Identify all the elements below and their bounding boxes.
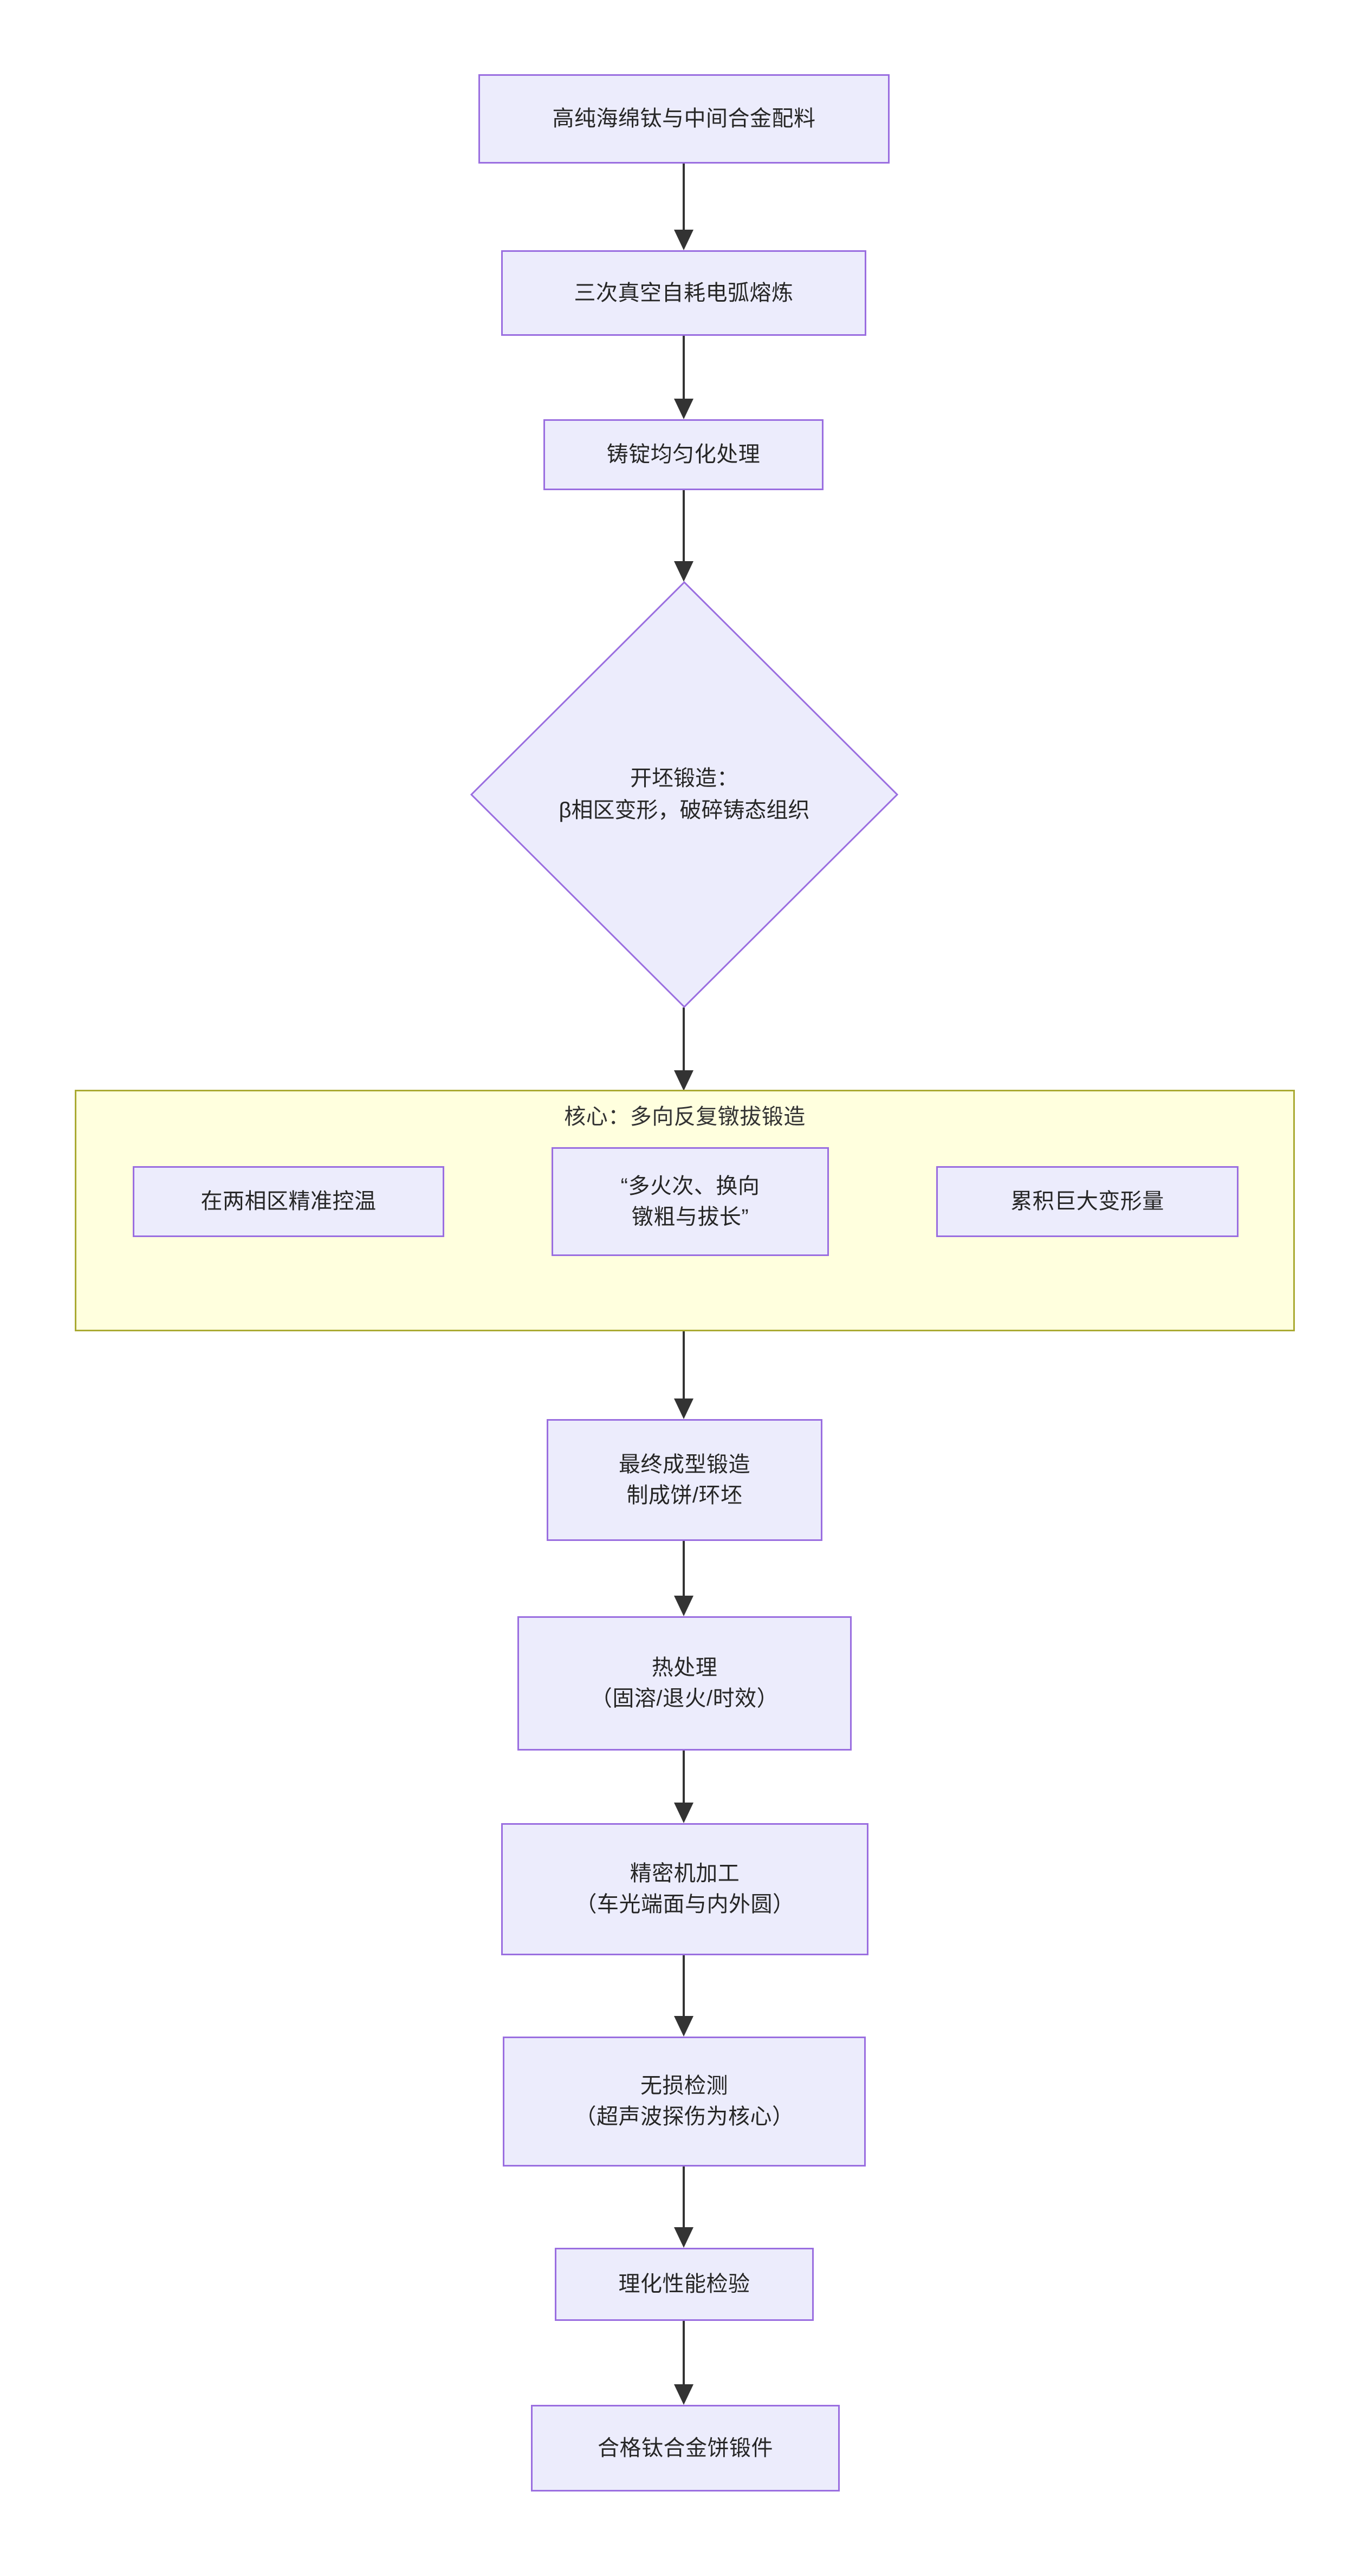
node-melting[interactable]: 三次真空自耗电弧熔炼 [501, 250, 866, 336]
node-final-forging[interactable]: 最终成型锻造 制成饼/环坯 [547, 1419, 822, 1541]
edge-homogenize-to-cogging [674, 490, 693, 582]
node-homogenize-label: 铸锭均匀化处理 [606, 443, 761, 467]
node-multi-fire[interactable]: “多火次、换向 镦粗与拔长” [552, 1147, 829, 1256]
node-temperature-control[interactable]: 在两相区精准控温 [133, 1166, 444, 1237]
cluster-title: 核心：多向反复镦拔锻造 [564, 1105, 806, 1129]
node-heat-treatment[interactable]: 热处理 （固溶/退火/时效） [517, 1616, 852, 1751]
node-raw-material[interactable]: 高纯海绵钛与中间合金配料 [478, 74, 890, 164]
node-accumulated-strain[interactable]: 累积巨大变形量 [936, 1166, 1239, 1237]
edge-cogging-to-cluster [674, 1007, 693, 1091]
node-cogging-decision[interactable]: 开坯锻造： β相区变形，破碎铸态组织 [470, 581, 898, 1008]
node-physical-test[interactable]: 理化性能检验 [555, 2248, 814, 2321]
node-machining[interactable]: 精密机加工 （车光端面与内外圆） [501, 1823, 868, 1955]
node-homogenize[interactable]: 铸锭均匀化处理 [543, 419, 824, 490]
edge-machining-to-ndt [674, 1955, 693, 2037]
node-final-product[interactable]: 合格钛合金饼锻件 [531, 2405, 840, 2492]
edge-physical-test-to-final-product [674, 2321, 693, 2405]
edge-heat-treatment-to-machining [674, 1751, 693, 1823]
diamond-shape-icon [470, 581, 898, 1008]
edge-melting-to-homogenize [674, 336, 693, 419]
edge-ndt-to-physical-test [674, 2167, 693, 2248]
node-ndt[interactable]: 无损检测 （超声波探伤为核心） [503, 2037, 866, 2167]
edge-cluster-to-final-forging [674, 1331, 693, 1419]
edge-final-forging-to-heat-treatment [674, 1541, 693, 1616]
edge-raw-material-to-melting [674, 164, 693, 250]
